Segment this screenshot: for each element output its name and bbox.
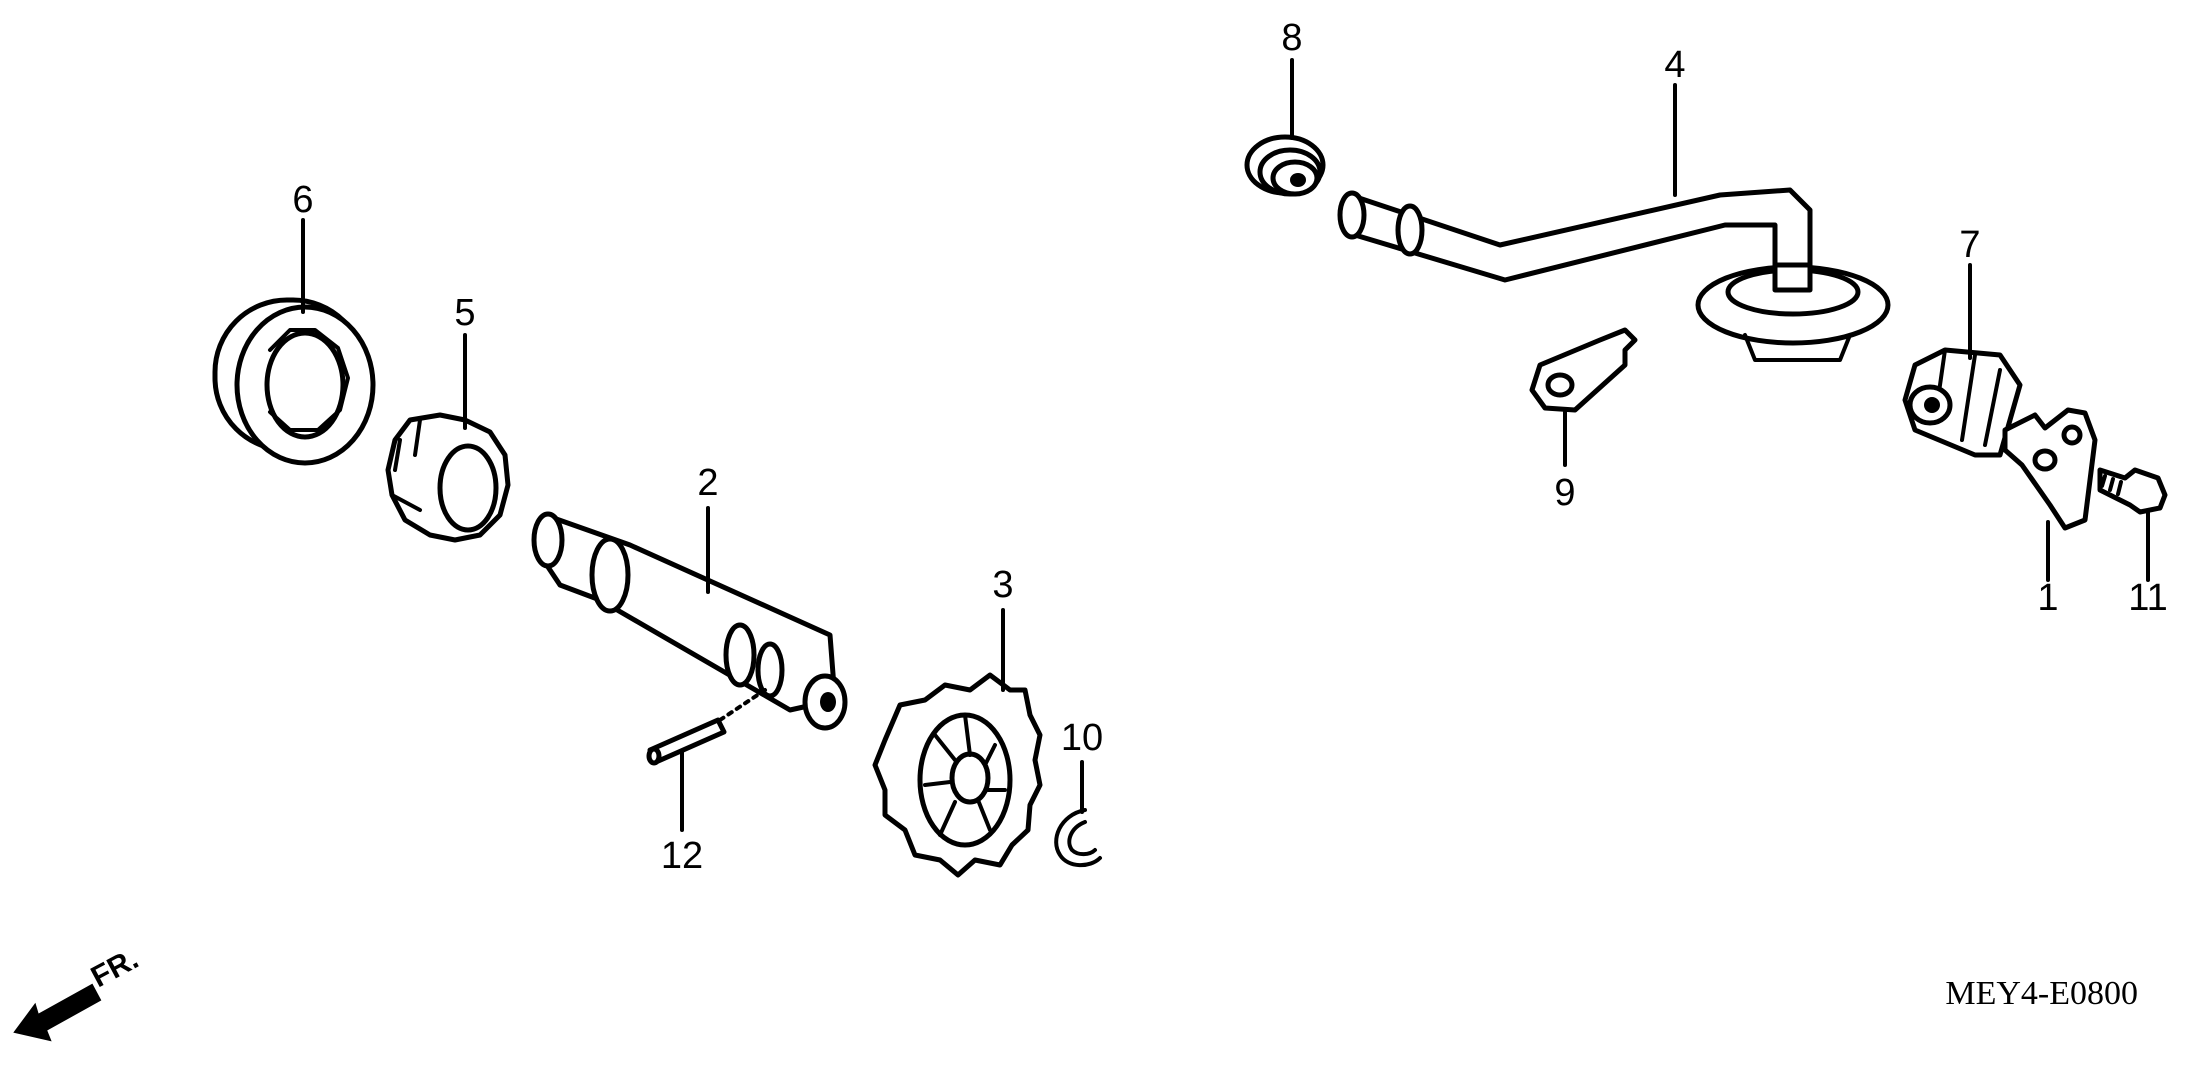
- leader-lines: [301, 58, 2150, 832]
- callout-5: 5: [454, 292, 475, 334]
- part-10-clip[interactable]: [1054, 808, 1102, 868]
- callout-12: 12: [661, 835, 703, 877]
- part-11-bolt[interactable]: [2097, 467, 2168, 515]
- front-direction-arrow-icon: [13, 983, 102, 1042]
- callout-2: 2: [697, 462, 718, 504]
- callout-6: 6: [292, 179, 313, 221]
- diagram-code: MEY4-E0800: [1945, 975, 2138, 1012]
- part-1-bracket[interactable]: [2002, 407, 2098, 531]
- part-4-oil-strainer[interactable]: [1337, 187, 1891, 362]
- part-9-lock-plate[interactable]: [1529, 327, 1638, 413]
- callout-9: 9: [1554, 472, 1575, 514]
- callout-8: 8: [1281, 17, 1302, 59]
- part-7-seal[interactable]: [1902, 347, 2023, 458]
- part-12-pin[interactable]: [646, 717, 727, 766]
- part-5-inner-rotor[interactable]: [385, 412, 511, 543]
- part-6-outer-rotor[interactable]: [212, 297, 376, 466]
- callout-10: 10: [1061, 717, 1103, 759]
- part-3-sprocket[interactable]: [872, 672, 1043, 878]
- callout-7: 7: [1959, 224, 1980, 266]
- callout-11: 11: [2128, 577, 2167, 619]
- part-8-grommet[interactable]: [1244, 134, 1326, 197]
- callout-3: 3: [992, 564, 1013, 606]
- callout-4: 4: [1664, 44, 1685, 86]
- front-direction-label: FR.: [86, 942, 144, 994]
- part-2-pump-shaft[interactable]: [531, 511, 848, 731]
- callout-1: 1: [2037, 577, 2058, 619]
